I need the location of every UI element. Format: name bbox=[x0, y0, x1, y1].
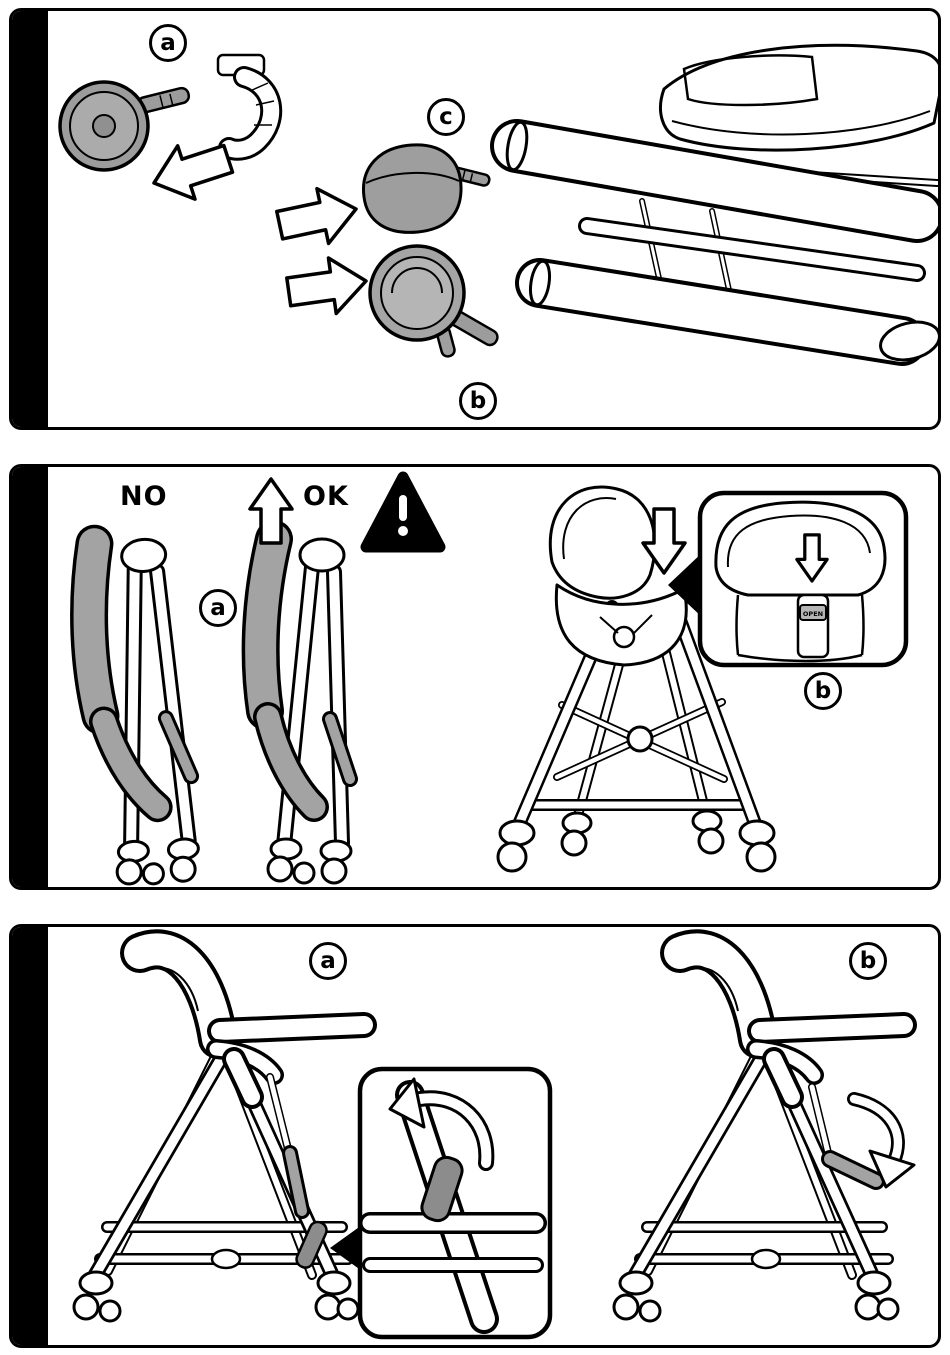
folded-chair-ok bbox=[261, 539, 351, 883]
arrow-down-icon bbox=[795, 533, 829, 583]
lock-sleeve-zoom bbox=[420, 1155, 464, 1223]
panel-accent-bar bbox=[12, 467, 48, 887]
step-label-c: c bbox=[427, 98, 465, 136]
arrow-down-icon bbox=[641, 507, 687, 575]
warning-icon bbox=[360, 471, 446, 553]
panel-wheel-assembly: a c b bbox=[9, 8, 941, 430]
foot-cap-c bbox=[362, 143, 491, 234]
rotate-arrow-icon bbox=[847, 1092, 916, 1189]
panel-fold-check: OPEN NO OK a b bbox=[9, 464, 941, 890]
wheel-assembly-illustration bbox=[58, 43, 938, 366]
caster-wheel-b bbox=[368, 244, 499, 358]
panel-footrest-adjust: a b bbox=[9, 924, 941, 1348]
caster-wheel-a bbox=[58, 80, 191, 172]
callout-triangle bbox=[330, 1225, 362, 1271]
open-highchair-illustration bbox=[496, 485, 777, 873]
fold-check-illustration: OPEN bbox=[12, 471, 909, 887]
step-label-a: a bbox=[309, 942, 347, 980]
rotate-arrow-icon bbox=[388, 1077, 495, 1171]
callout-triangle bbox=[668, 551, 704, 619]
no-label: NO bbox=[120, 481, 168, 512]
step-label-a: a bbox=[149, 24, 187, 62]
arrow-left-icon bbox=[152, 143, 235, 201]
open-button bbox=[799, 604, 827, 621]
step-label-b: b bbox=[459, 382, 497, 420]
step-label-b: b bbox=[804, 672, 842, 710]
footrest-illustration bbox=[12, 927, 938, 1345]
folded-chair-no bbox=[81, 537, 201, 887]
panel-accent-bar bbox=[12, 927, 48, 1345]
chair-base-illustration bbox=[490, 43, 938, 366]
highchair-b-illustration bbox=[614, 949, 914, 1321]
panel-accent-bar bbox=[12, 11, 48, 427]
arrow-right-icon bbox=[285, 256, 368, 316]
open-button-label: OPEN bbox=[803, 610, 823, 618]
ok-label: OK bbox=[303, 481, 349, 512]
tray-latch-inset: OPEN bbox=[697, 490, 909, 668]
lock-sleeve bbox=[295, 1220, 328, 1269]
arrow-right-icon bbox=[275, 186, 358, 246]
sleeve-rotate-inset bbox=[357, 1066, 553, 1340]
arrow-up-icon bbox=[248, 477, 294, 545]
highchair-a-illustration bbox=[74, 949, 364, 1321]
clamp-bracket bbox=[216, 53, 283, 161]
step-label-b: b bbox=[849, 942, 887, 980]
step-label-a: a bbox=[199, 589, 237, 627]
